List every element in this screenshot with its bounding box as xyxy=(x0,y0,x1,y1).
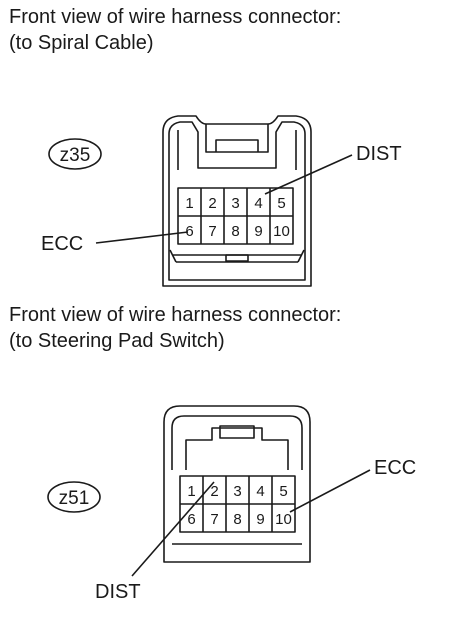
connector-2-pin-1: 1 xyxy=(187,483,195,500)
connector-1-pin-10: 10 xyxy=(273,223,290,240)
connector-2-pin-3: 3 xyxy=(233,483,241,500)
connector-1-caption-line1: Front view of wire harness connector: xyxy=(9,6,342,28)
connector-2-caption: Front view of wire harness connector: (t… xyxy=(9,302,341,354)
connector-2-caption-line2: (to Steering Pad Switch) xyxy=(9,330,225,352)
connector-1-caption-line2: (to Spiral Cable) xyxy=(9,32,154,54)
connector-2-code: z51 xyxy=(59,488,90,509)
connector-2-pin-10: 10 xyxy=(275,511,292,528)
connector-1-pin-1: 1 xyxy=(185,195,193,212)
connector-1-label-ecc: ECC xyxy=(41,233,83,255)
connector-2-pin-4: 4 xyxy=(256,483,264,500)
connector-1-pin-4: 4 xyxy=(254,195,262,212)
connector-1-pin-7: 7 xyxy=(208,223,216,240)
connector-1-caption: Front view of wire harness connector: (t… xyxy=(9,4,341,56)
connector-2-ecc-leader-line xyxy=(289,469,371,513)
connector-1-housing xyxy=(162,115,312,287)
connector-1-pin-2: 2 xyxy=(208,195,216,212)
connector-2-pin-5: 5 xyxy=(279,483,287,500)
connector-2-code-badge xyxy=(47,481,101,513)
connector-1-code-badge xyxy=(48,138,102,170)
connector-2-label-dist: DIST xyxy=(95,581,141,603)
connector-1-ecc-leader-line xyxy=(95,231,189,244)
connector-1-dist-leader-line xyxy=(264,154,353,195)
connector-2-dist-leader-line xyxy=(131,481,215,577)
connector-1-pin-5: 5 xyxy=(277,195,285,212)
connector-2-label-ecc: ECC xyxy=(374,457,416,479)
connector-1-pin-9: 9 xyxy=(254,223,262,240)
connector-2-pin-7: 7 xyxy=(210,511,218,528)
connector-2-pin-6: 6 xyxy=(187,511,195,528)
connector-1-pin-8: 8 xyxy=(231,223,239,240)
connector-2-caption-line1: Front view of wire harness connector: xyxy=(9,304,342,326)
connector-1-code: z35 xyxy=(60,145,91,166)
connector-1-pin-6: 6 xyxy=(185,223,193,240)
connector-2-pin-9: 9 xyxy=(256,511,264,528)
connector-2-housing xyxy=(163,405,311,563)
connector-1-label-dist: DIST xyxy=(356,143,402,165)
connector-2-pin-2: 2 xyxy=(210,483,218,500)
connector-1-pin-3: 3 xyxy=(231,195,239,212)
connector-2-pin-8: 8 xyxy=(233,511,241,528)
